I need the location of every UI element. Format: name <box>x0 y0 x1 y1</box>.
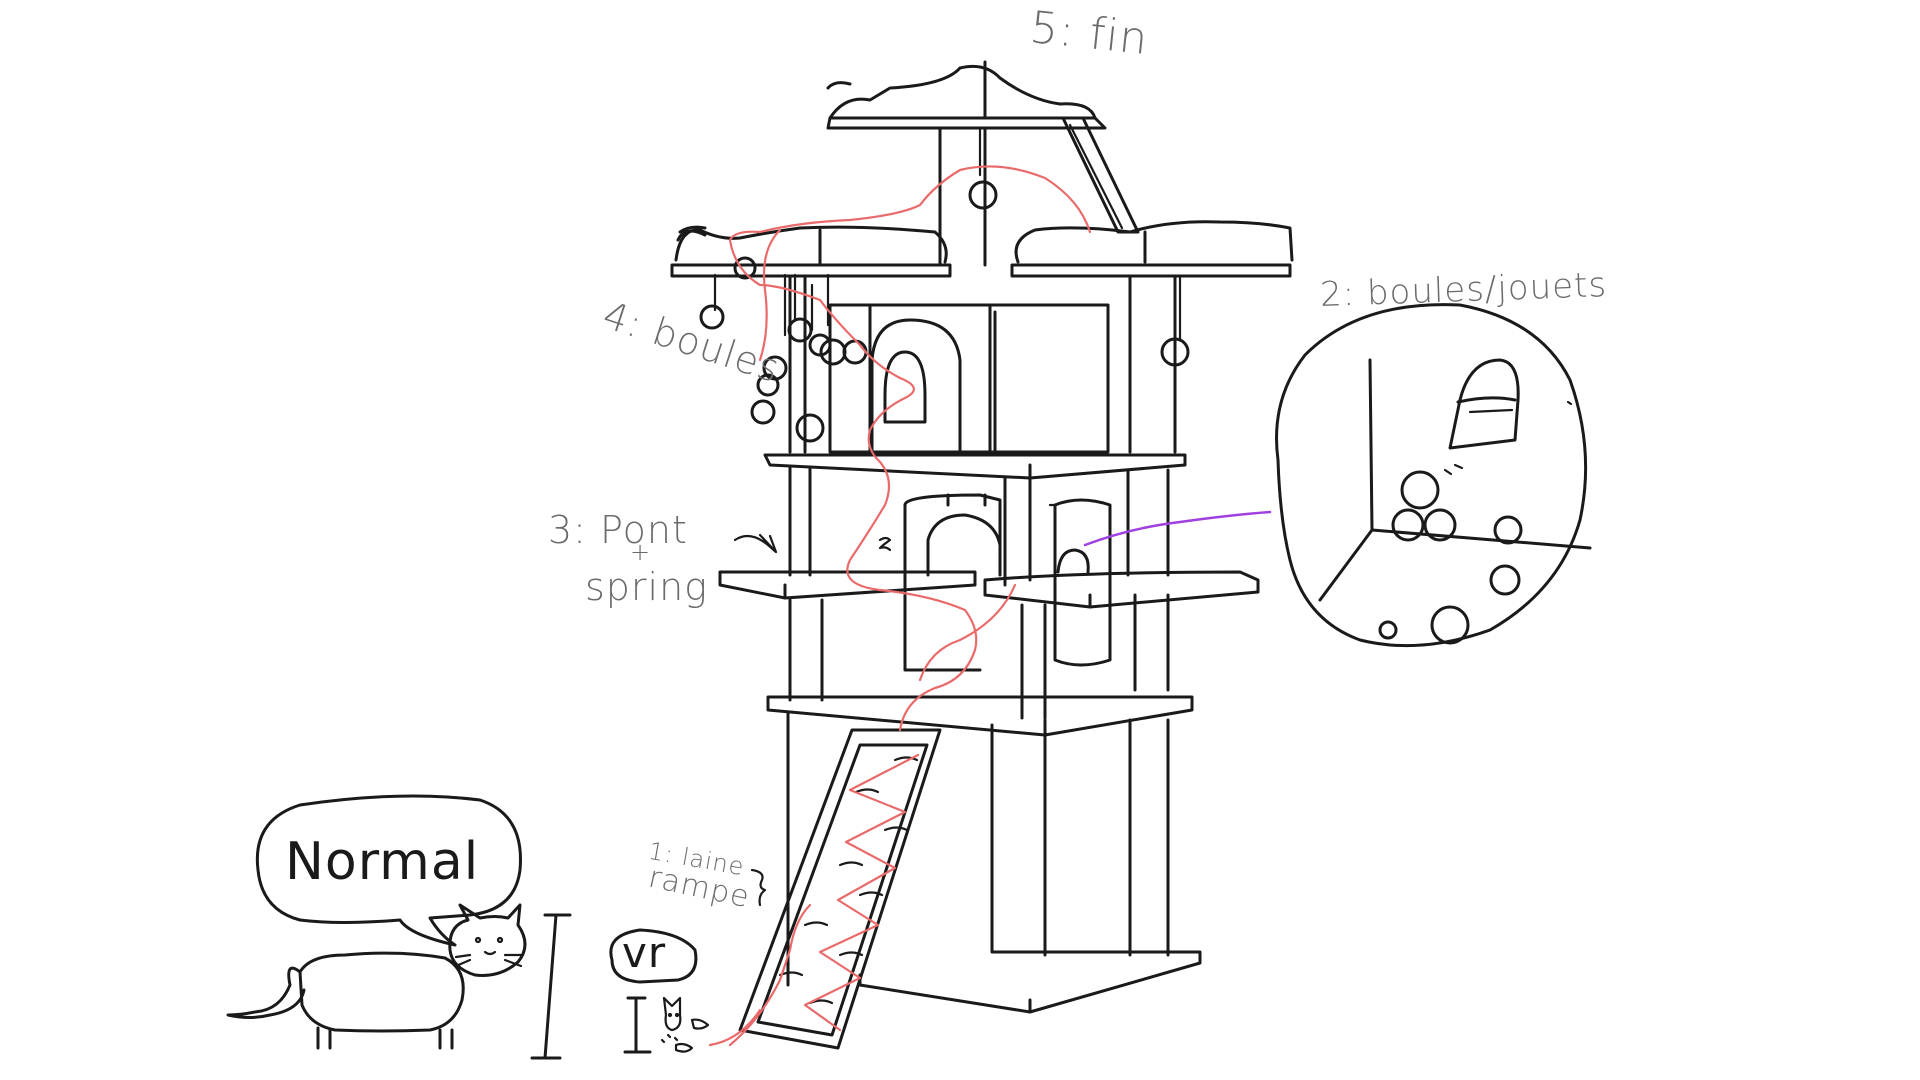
zoom-detail <box>1277 305 1590 646</box>
label-step-3-plus: + <box>630 538 651 566</box>
label-step-3-line2: spring <box>585 565 708 609</box>
brace-icon <box>752 870 765 905</box>
middle-house <box>905 495 1110 670</box>
label-normal: Normal <box>285 832 479 892</box>
upper-house <box>790 276 1175 455</box>
pointer-line <box>1085 512 1270 545</box>
ramp <box>740 730 940 1048</box>
level-3-platform <box>765 455 1185 478</box>
level-1-platform <box>768 697 1192 735</box>
center-post <box>940 128 985 265</box>
label-vr: vr <box>622 928 666 977</box>
arrow-icon <box>735 535 776 552</box>
level-2-platforms <box>720 572 1258 607</box>
label-step-3-line1: 3: Pont <box>548 508 688 552</box>
